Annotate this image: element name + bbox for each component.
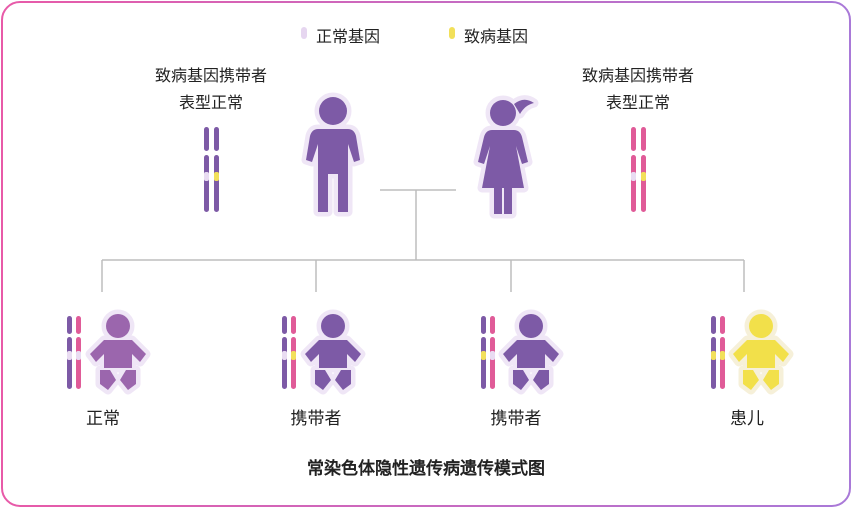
legend-normal-gene-dot: [301, 27, 307, 39]
child-4-label: 患儿: [730, 409, 764, 429]
child-3-baby-icon: [498, 309, 564, 395]
mother-icon: [473, 95, 539, 219]
child-2-label: 携带者: [290, 409, 342, 429]
mother-label-line1: 致病基因携带者: [581, 66, 694, 85]
father-label-line2: 表型正常: [178, 93, 243, 112]
child-3-chromosomes: [481, 316, 495, 389]
legend-disease-gene-dot: [449, 27, 455, 39]
child-1-baby-icon: [85, 309, 151, 395]
mother-label-line2: 表型正常: [605, 93, 670, 112]
child-1-label: 正常: [86, 409, 120, 429]
child-3-label: 携带者: [490, 409, 542, 429]
child-4-baby-icon: [728, 309, 794, 395]
child-2-baby-icon: [300, 309, 366, 395]
pedigree-lines: [101, 189, 745, 292]
child-1-chromosomes: [67, 316, 81, 389]
child-2-chromosomes: [282, 316, 296, 389]
legend-normal-gene-label: 正常基因: [316, 27, 381, 46]
mother-chromosomes: [631, 127, 646, 212]
diagram-caption: 常染色体隐性遗传病遗传模式图: [307, 459, 545, 479]
legend-disease-gene-label: 致病基因: [464, 27, 529, 46]
father-label-line1: 致病基因携带者: [154, 66, 267, 85]
father-icon: [301, 92, 365, 217]
father-chromosomes: [204, 127, 219, 212]
child-4-chromosomes: [711, 316, 725, 389]
